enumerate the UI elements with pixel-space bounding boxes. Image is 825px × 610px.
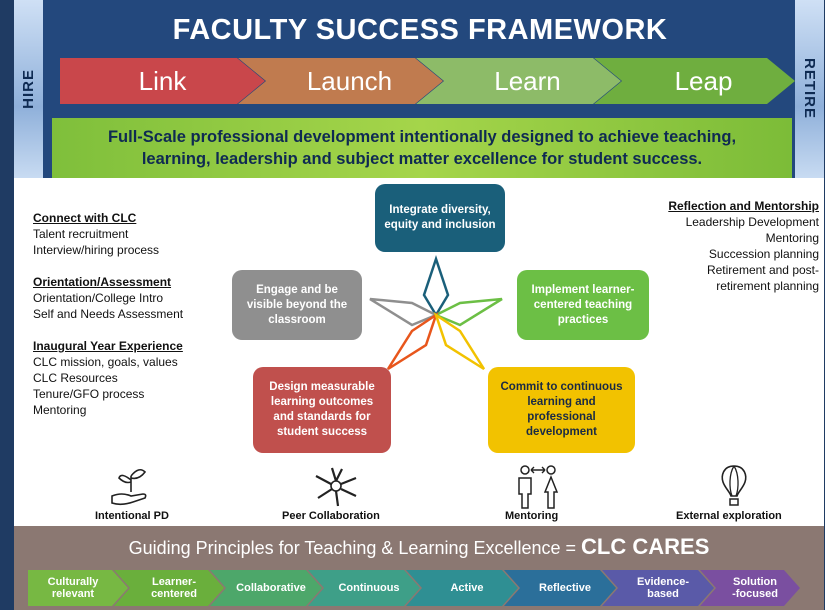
star-point-bottom-right [433, 311, 486, 371]
stage-arrows: Link Launch Learn Leap [60, 58, 795, 104]
mission-banner: Full-Scale professional development inte… [52, 118, 792, 178]
stage-link: Link [60, 58, 265, 104]
box-commit: Commit to continuous learning and profes… [488, 367, 635, 453]
principle-continuous: Continuous [308, 570, 420, 606]
box-design: Design measurable learning outcomes and … [253, 367, 391, 453]
section-heading: Reflection and Mentorship [668, 199, 819, 213]
star-point-top [422, 255, 450, 318]
left-column: Connect with CLC Talent recruitment Inte… [33, 210, 183, 418]
icon-label-external-exploration: External exploration [676, 510, 782, 522]
page-title: FACULTY SUCCESS FRAMEWORK [172, 14, 668, 46]
principles-title: Guiding Principles for Teaching & Learni… [128, 534, 710, 559]
list-item: Succession planning [708, 247, 819, 261]
principle-collaborative: Collaborative [210, 570, 322, 606]
principle-solution-focused: Solution-focused [700, 570, 800, 606]
box-diversity: Integrate diversity, equity and inclusio… [375, 184, 505, 252]
list-item: Self and Needs Assessment [33, 307, 184, 321]
list-item: CLC Resources [33, 371, 118, 385]
icon-label-peer-collaboration: Peer Collaboration [282, 510, 380, 522]
hot-air-balloon-icon [721, 465, 747, 506]
stage-launch: Launch [238, 58, 443, 104]
principle-active: Active [406, 570, 518, 606]
box-learner: Implement learner-centered teaching prac… [517, 270, 649, 340]
list-item: Interview/hiring process [33, 243, 160, 257]
group-hands-icon [315, 467, 357, 507]
star-graphic [369, 255, 503, 371]
box-engage: Engage and be visible beyond the classro… [232, 270, 362, 340]
list-item: Talent recruitment [33, 227, 129, 241]
stage-learn: Learn [416, 58, 621, 104]
mentoring-people-icon [518, 465, 559, 509]
list-item: Tenure/GFO process [33, 387, 145, 401]
principle-learner-centered: Learner-centered [114, 570, 224, 606]
list-item: Orientation/College Intro [33, 291, 164, 305]
list-item: CLC mission, goals, values [33, 355, 178, 369]
retire-tab: RETIRE [795, 0, 824, 178]
list-item: Leadership Development [685, 215, 819, 229]
principle-evidence-based: Evidence-based [602, 570, 714, 606]
section-heading: Inaugural Year Experience [33, 339, 183, 353]
section-heading: Connect with CLC [33, 211, 137, 225]
icon-label-intentional-pd: Intentional PD [95, 510, 169, 522]
hire-tab: HIRE [14, 0, 43, 178]
list-item: retirement planning [716, 279, 819, 293]
section-heading: Orientation/Assessment [33, 275, 172, 289]
hand-plant-icon [111, 468, 147, 506]
list-item: Mentoring [765, 231, 819, 245]
principle-reflective: Reflective [504, 570, 616, 606]
right-column: Reflection and Mentorship Leadership Dev… [668, 198, 819, 294]
stage-leap: Leap [594, 58, 795, 104]
star-point-bottom-left [386, 311, 439, 371]
list-item: Mentoring [33, 403, 87, 417]
icon-label-mentoring: Mentoring [505, 510, 559, 522]
list-item: Retirement and post- [706, 263, 819, 277]
